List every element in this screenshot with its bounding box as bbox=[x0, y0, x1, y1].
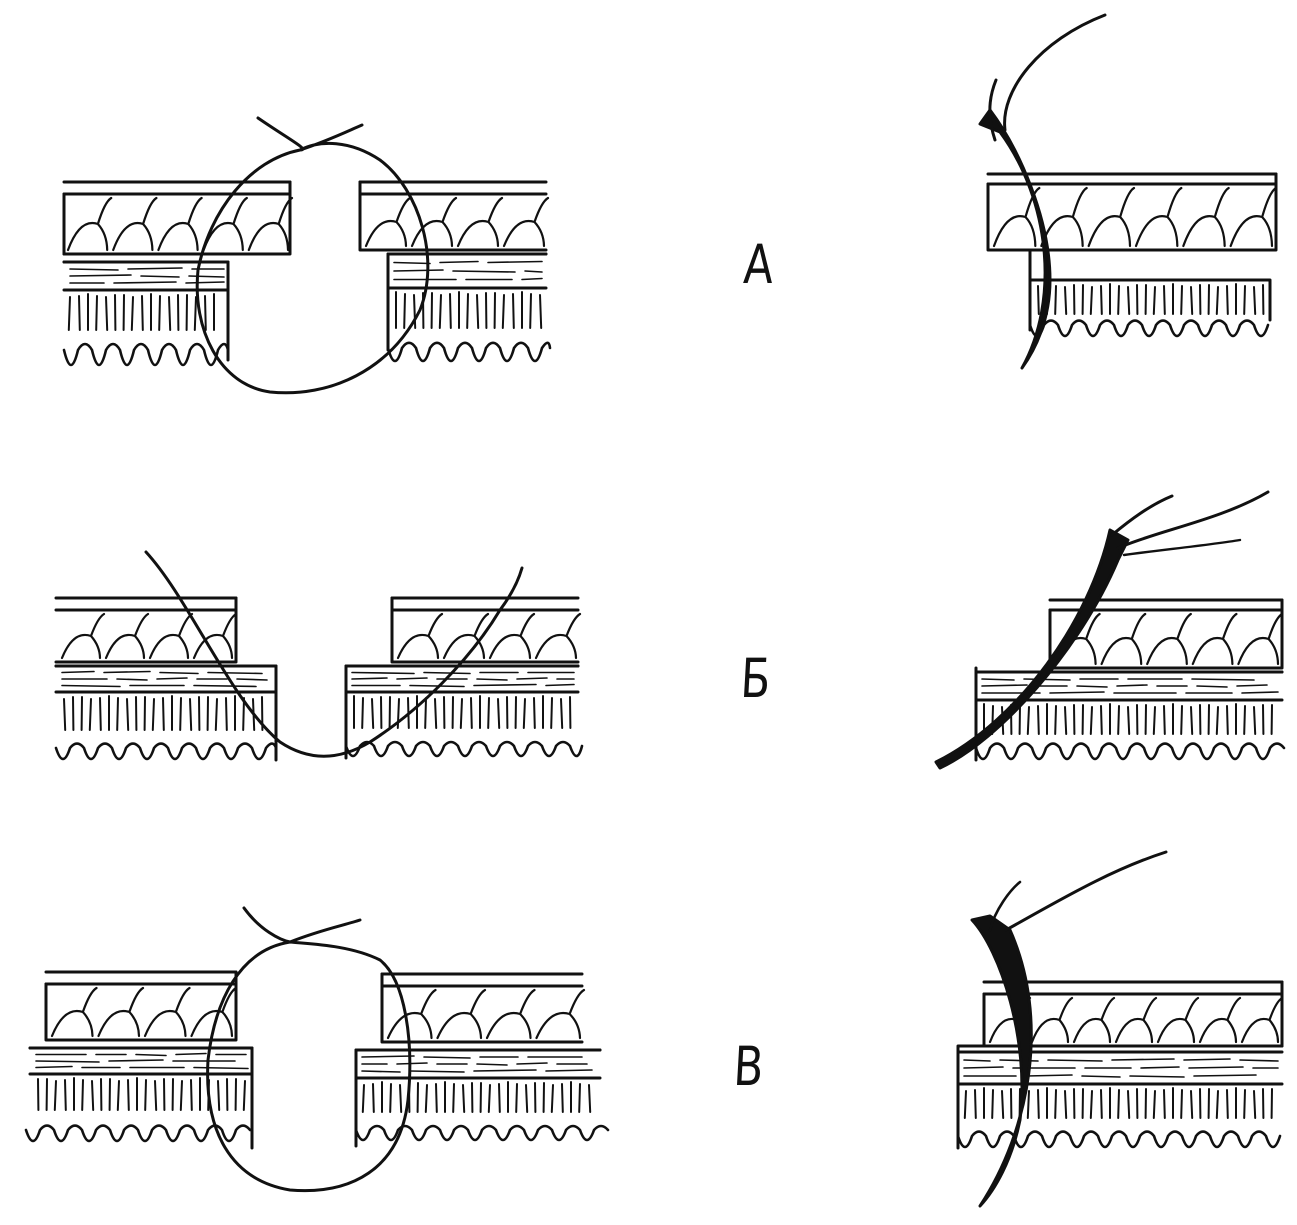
row-a-left-tissue bbox=[62, 116, 552, 395]
row-c-left-tissue bbox=[24, 906, 610, 1193]
row-b-left-suture bbox=[144, 550, 524, 758]
row-label-a: А bbox=[741, 233, 776, 296]
row-a-right-needle bbox=[978, 13, 1107, 370]
row-c-right-tissue bbox=[956, 850, 1284, 1208]
row-a-left-suture bbox=[195, 116, 430, 395]
row-label-b: Б bbox=[738, 647, 773, 710]
row-c-left-suture bbox=[206, 906, 412, 1193]
row-c-right-needle bbox=[970, 850, 1168, 1208]
row-b-right-needle bbox=[934, 490, 1270, 770]
row-b-right-tissue bbox=[934, 490, 1286, 770]
row-a-right-tissue bbox=[978, 13, 1278, 370]
row-b-left-tissue bbox=[54, 550, 584, 762]
row-label-v: В bbox=[731, 1035, 766, 1098]
